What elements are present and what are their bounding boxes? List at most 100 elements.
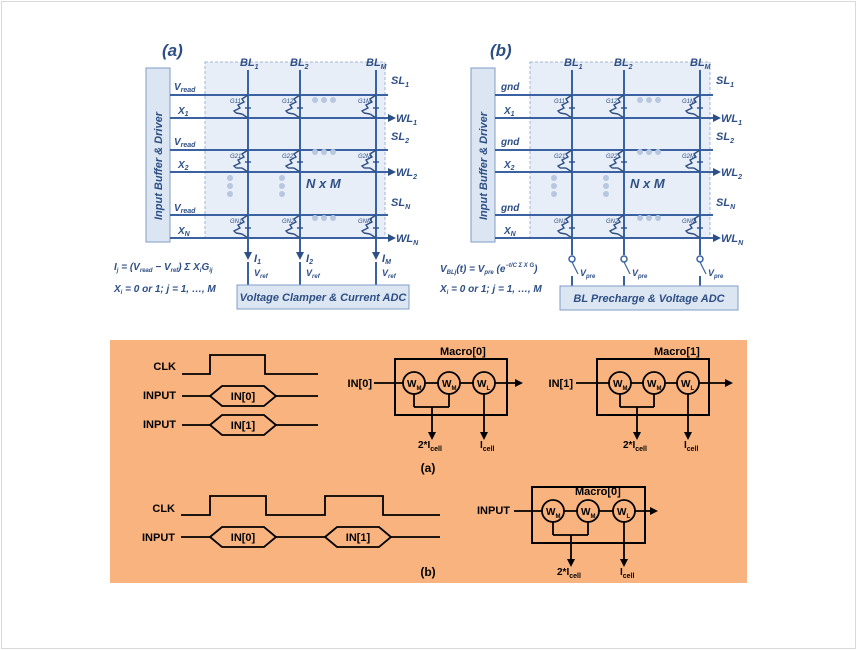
word-lines-b (495, 94, 721, 242)
conductance-label: GN2 (282, 219, 295, 225)
adc-box-b (559, 285, 739, 311)
input-driver-box-a (145, 67, 171, 243)
gnd1-label: gnd (500, 82, 520, 93)
input-label-a1: INPUT (143, 390, 176, 402)
weight-msb-cell: WM (576, 499, 600, 523)
conductance-label: G2M (682, 154, 695, 160)
row-ellipsis-a (227, 175, 285, 197)
sl1-label-b: SL1 (716, 75, 734, 89)
bl1-label-a: BL1 (240, 57, 259, 71)
blm-label-b: BLM (690, 57, 711, 71)
vref3-label: Vref (382, 268, 397, 280)
macro0-box-b (531, 486, 646, 544)
memristor-cell: G2M (358, 149, 379, 173)
timing-figure: CLK INPUT IN[0] INPUT IN[1] Macro[0] IN[… (142, 346, 733, 580)
in1-label-b: IN[1] (346, 532, 371, 544)
panel-a-label: (a) (162, 41, 183, 60)
vpre3-label: Vpre (708, 268, 724, 280)
memristor-cell: G12 (606, 94, 627, 119)
vref2-label: Vref (306, 268, 321, 280)
adc-label-a: Voltage Clamper & Current ADC (240, 292, 408, 304)
conductance-label: G1M (682, 99, 695, 105)
panel-b: (b) Input Buffer & Driver N x M BL1 BL2 … (439, 41, 744, 311)
wl2-label-b: WL2 (721, 167, 742, 181)
vread1-label-a: Vread (174, 82, 196, 94)
bl2-label-a: BL2 (290, 57, 309, 71)
weight-lsb-cell: WL (676, 371, 700, 395)
weight-msb-cell: WM (608, 371, 632, 395)
panel-b-label: (b) (490, 41, 512, 60)
macro1-box (596, 358, 710, 416)
sl2-label-a: SL2 (391, 131, 409, 145)
conductance-label: G12 (606, 99, 618, 105)
in1-port-label: IN[1] (549, 378, 574, 390)
driver-label-b: Input Buffer & Driver (478, 111, 490, 220)
conductance-label: GN2 (606, 219, 619, 225)
in0-label-a: IN[0] (231, 391, 256, 403)
memristor-cell: GN1 (230, 214, 251, 239)
equation-current: Ij = (Vread − Vref) Σ XiGij (114, 262, 213, 274)
x2-label-b: X2 (503, 160, 515, 172)
conductance-label: G11 (554, 99, 565, 105)
xn-label-a: XN (177, 226, 191, 238)
in0-port-label: IN[0] (348, 378, 373, 390)
sl2-label-b: SL2 (716, 131, 734, 145)
wl2-label-a: WL2 (396, 167, 417, 181)
weight-lsb-cell: WL (612, 499, 636, 523)
wln-label-b: WLN (721, 233, 744, 247)
conductance-label: G1M (358, 99, 371, 105)
bit-lines-a (244, 70, 380, 260)
vpre2-label: Vpre (632, 268, 648, 280)
array-size-b: N x M (630, 176, 666, 191)
array-size-a: N x M (306, 176, 342, 191)
xn-label-b: XN (503, 226, 517, 238)
vread2-label-a: Vread (174, 137, 196, 149)
memristor-cell: G21 (554, 149, 575, 173)
equation-x-range-b: Xi = 0 or 1; j = 1, …, M (439, 284, 542, 296)
gnd2-label: gnd (500, 137, 520, 148)
precharge-switches (568, 255, 707, 286)
wln-label-a: WLN (396, 233, 419, 247)
memristor-cell: G2M (682, 149, 703, 173)
bl2-label-b: BL2 (614, 57, 633, 71)
col-ellipsis-b (637, 97, 661, 221)
driver-label-a: Input Buffer & Driver (153, 111, 165, 220)
memristor-cell: G1M (358, 94, 379, 119)
memristor-cell: G22 (606, 149, 627, 173)
conductance-label: GNM (682, 219, 696, 225)
vref1-label: Vref (254, 268, 269, 280)
conductance-label: G21 (554, 154, 565, 160)
sln-label-a: SLN (391, 197, 411, 211)
clk-label-a: CLK (153, 361, 176, 373)
conductance-label: GN1 (230, 219, 242, 225)
weight-lsb-cell: WL (472, 371, 496, 395)
i1-label: I1 (254, 253, 261, 266)
vread3-label-a: Vread (174, 203, 196, 215)
bl1-label-b: BL1 (564, 57, 583, 71)
macro0-label-b: Macro[0] (575, 486, 621, 498)
equation-x-range-a: Xi = 0 or 1; j = 1, …, M (113, 284, 216, 296)
input-label-a2: INPUT (143, 419, 176, 431)
i2-label: I2 (306, 253, 313, 266)
memristor-cell: GNM (682, 214, 703, 239)
weight-msb-cell: WM (437, 371, 461, 395)
conductance-label: G22 (606, 154, 618, 160)
equation-voltage: VBLj(t) = Vpre (e−t/C Σ X G) (440, 263, 538, 276)
weight-msb-cell: WM (642, 371, 666, 395)
gnd3-label: gnd (500, 203, 520, 214)
blm-label-a: BLM (366, 57, 387, 71)
macro1-label: Macro[1] (654, 346, 700, 358)
x1-label-b: X1 (503, 106, 515, 118)
memristor-cell: G21 (230, 149, 251, 173)
clk-waveform-a (182, 354, 318, 375)
memristor-cell: G1M (682, 94, 703, 119)
x2-label-a: X2 (177, 160, 189, 172)
sub-label-a: (a) (421, 461, 436, 475)
conductance-label: G22 (282, 154, 294, 160)
col-ellipsis-a (312, 97, 336, 221)
